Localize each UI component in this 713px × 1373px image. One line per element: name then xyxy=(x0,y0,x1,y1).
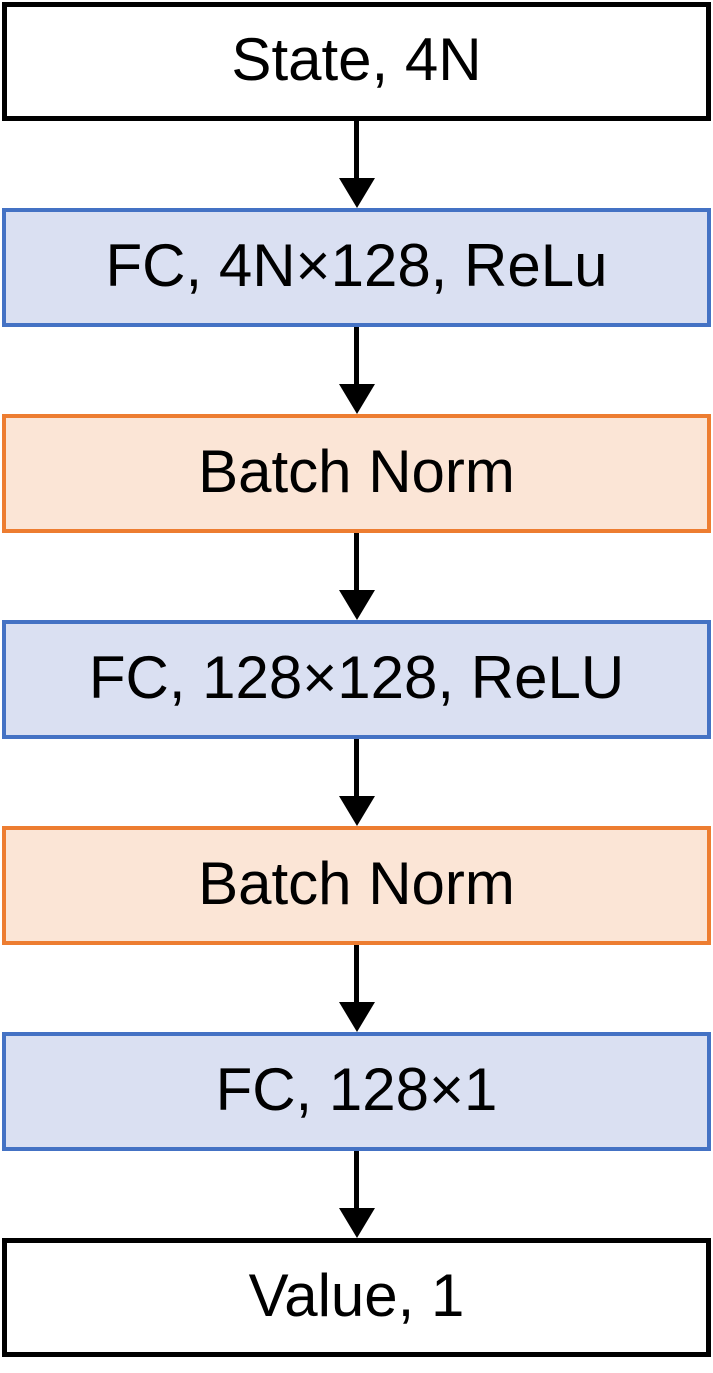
arrow-head xyxy=(338,178,375,208)
arrow-head xyxy=(338,796,375,826)
arrow-shaft xyxy=(354,945,359,1002)
arrow-shaft xyxy=(354,533,359,590)
arrow-head xyxy=(338,384,375,414)
node-batchnorm1-label: Batch Norm xyxy=(198,437,515,505)
node-fc3: FC, 128×1 xyxy=(2,1032,711,1151)
node-fc3-label: FC, 128×1 xyxy=(215,1055,498,1123)
node-state: State, 4N xyxy=(2,2,711,121)
node-batchnorm2-label: Batch Norm xyxy=(198,849,515,917)
arrow-down-icon xyxy=(2,533,711,620)
node-fc2-label: FC, 128×128, ReLU xyxy=(88,643,625,711)
node-fc1-label: FC, 4N×128, ReLu xyxy=(105,231,608,299)
arrow-shaft xyxy=(354,739,359,796)
arrow-down-icon xyxy=(2,1151,711,1238)
arrow-shaft xyxy=(354,121,359,178)
arrow-shaft xyxy=(354,1151,359,1208)
node-fc2: FC, 128×128, ReLU xyxy=(2,620,711,739)
node-fc1: FC, 4N×128, ReLu xyxy=(2,208,711,327)
arrow-head xyxy=(338,1208,375,1238)
node-state-label: State, 4N xyxy=(231,25,482,93)
arrow-head xyxy=(338,590,375,620)
node-batchnorm2: Batch Norm xyxy=(2,826,711,945)
node-value-label: Value, 1 xyxy=(248,1261,465,1329)
arrow-down-icon xyxy=(2,945,711,1032)
arrow-down-icon xyxy=(2,121,711,208)
arrow-down-icon xyxy=(2,327,711,414)
node-value: Value, 1 xyxy=(2,1238,711,1357)
arrow-head xyxy=(338,1002,375,1032)
arrow-shaft xyxy=(354,327,359,384)
arrow-down-icon xyxy=(2,739,711,826)
node-batchnorm1: Batch Norm xyxy=(2,414,711,533)
